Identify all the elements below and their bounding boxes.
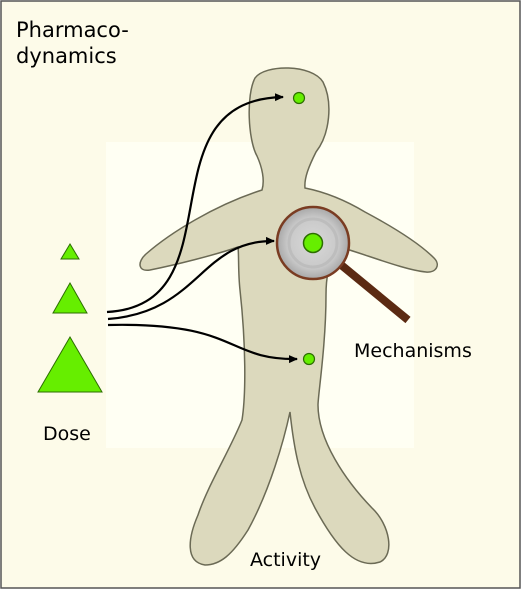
dose-large-triangle [37,336,103,393]
title-line-1: Pharmaco- [16,18,129,42]
activity-label: Activity [250,549,321,571]
target-abdomen-dot [302,352,316,366]
body-figure [139,67,438,566]
target-head-dot [292,91,306,105]
arrow-to-head [106,93,284,314]
dose-label: Dose [43,423,91,445]
dose-medium-triangle [52,281,88,314]
lens-inner-ring [287,217,339,269]
mechanisms-label: Mechanisms [354,340,472,362]
magnifier-handle [337,260,411,324]
dose-small-triangle [60,243,80,260]
arrow-to-abdomen [107,323,298,364]
target-chest-dot [302,232,324,254]
arrow-to-chest [107,236,275,321]
title-line-2: dynamics [16,44,117,68]
